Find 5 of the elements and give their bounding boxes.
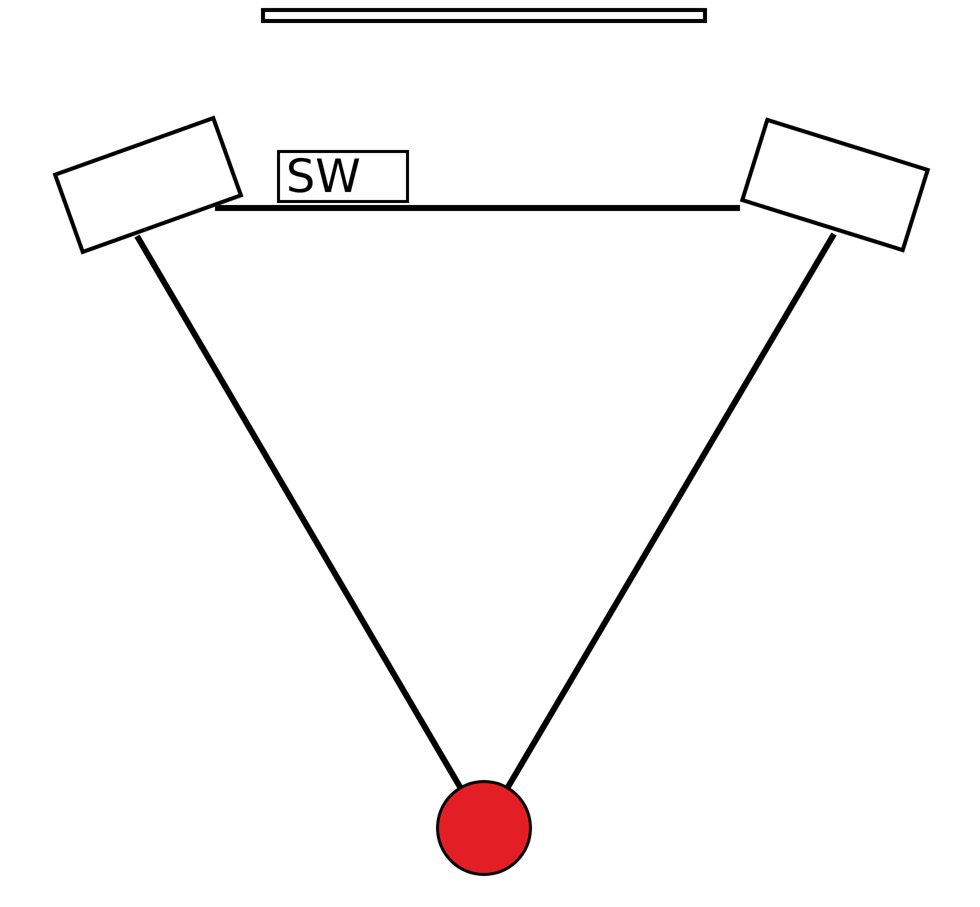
- screen-bar: [261, 8, 707, 23]
- subwoofer-box: SW: [277, 150, 409, 203]
- line: [505, 232, 837, 789]
- line: [215, 205, 740, 211]
- line: [134, 234, 463, 789]
